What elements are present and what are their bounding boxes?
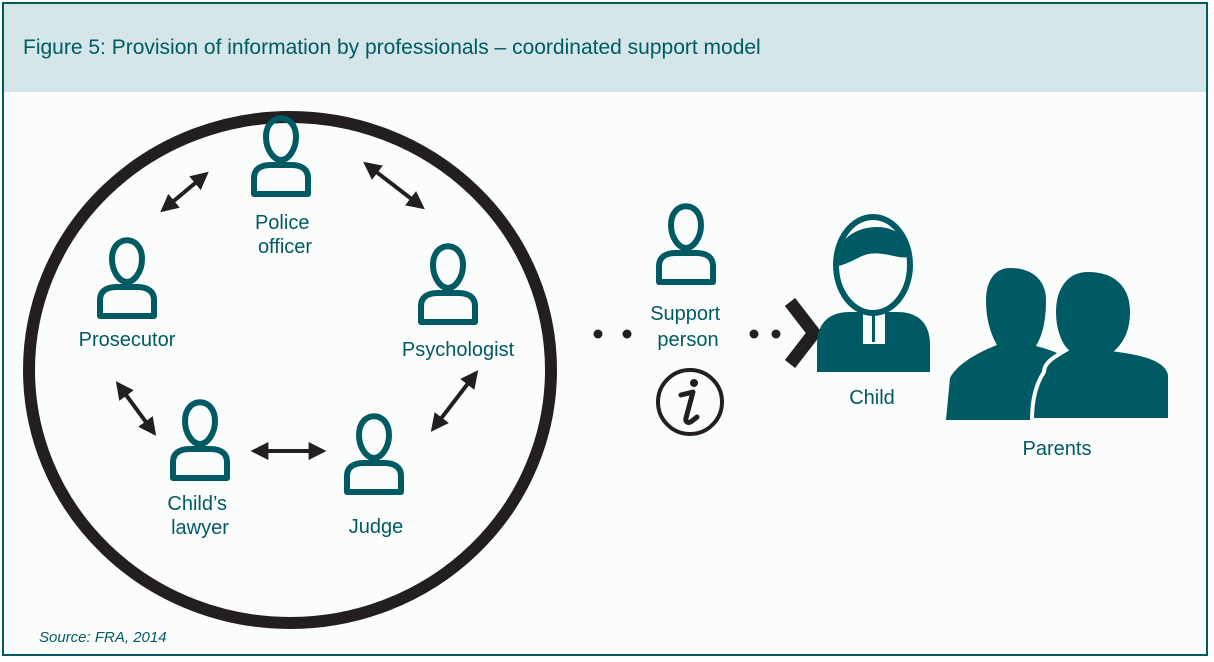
child-icon — [817, 214, 930, 372]
figure-source: Source: FRA, 2014 — [39, 629, 167, 646]
prosecutor-icon — [100, 240, 154, 316]
police-officer-label: Police officer — [255, 212, 315, 258]
support-person-label: Support person — [650, 303, 726, 351]
judge-label: Judge — [349, 516, 404, 538]
figure-title: Figure 5: Provision of information by pr… — [23, 36, 761, 59]
prosecutor-label: Prosecutor — [79, 329, 176, 351]
support-person-icon — [659, 206, 713, 282]
child-label: Child — [849, 387, 895, 409]
arrow-prosecutor-police — [160, 171, 209, 213]
title-band: Figure 5: Provision of information by pr… — [4, 4, 1206, 92]
connector-dots — [593, 329, 781, 339]
info-icon — [656, 368, 724, 436]
psychologist-icon — [421, 246, 475, 322]
judge-icon — [347, 416, 401, 492]
chevron-right-icon — [784, 298, 823, 368]
arrow-police-psychologist — [363, 161, 425, 210]
psychologist-label: Psychologist — [402, 339, 515, 361]
arrow-psychologist-judge — [430, 370, 479, 432]
childs-lawyer-label: Child’s lawyer — [167, 493, 232, 539]
professionals-ring — [23, 111, 557, 629]
parents-icon — [946, 267, 1172, 422]
childs-lawyer-icon — [173, 402, 227, 478]
police-officer-icon — [254, 118, 308, 194]
arrow-prosecutor-lawyer — [115, 381, 157, 436]
parents-label: Parents — [1023, 438, 1092, 460]
